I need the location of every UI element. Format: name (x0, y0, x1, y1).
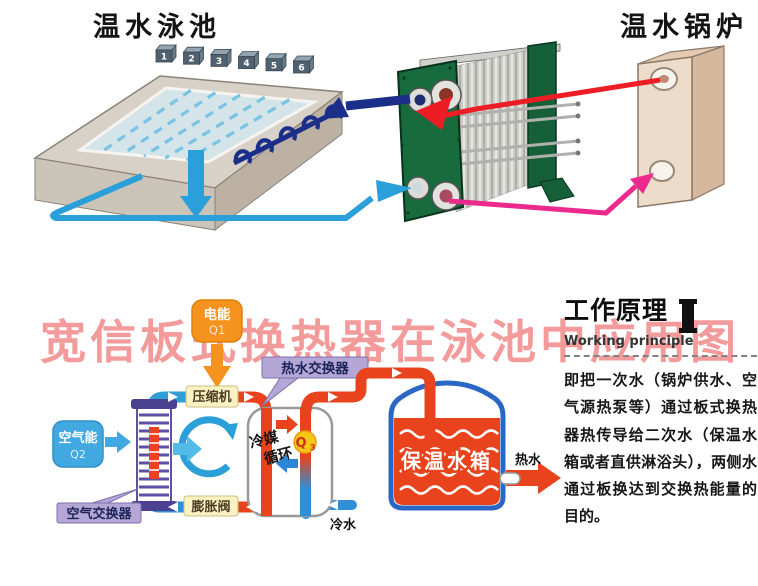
starting-blocks: 1 2 3 4 (155, 43, 315, 75)
air-label: 空气能 (58, 430, 97, 446)
air-arrow (105, 431, 131, 453)
air-exchanger-label: 空气交换器 (66, 506, 132, 522)
svg-text:3: 3 (216, 57, 222, 67)
flow-chevrons (168, 368, 402, 512)
electric-sub: Q1 (209, 323, 225, 337)
pool-title: 温水泳池 (93, 12, 221, 43)
watermark-text: 宽信板式换热器在泳池中应用图 (40, 315, 740, 369)
starting-block: 6 (292, 54, 315, 75)
heat-output-badge (293, 430, 317, 454)
boiler-port-bottom (649, 160, 675, 182)
starting-block: 2 (182, 46, 205, 66)
heat-transfer-arrow-cold (276, 454, 298, 473)
hot-return-line (448, 173, 654, 216)
svg-text:4: 4 (243, 59, 249, 69)
expansion-valve-label: 膨胀阀 (190, 499, 230, 515)
air-exchanger-callout: 空气交换器 (56, 488, 142, 524)
svg-text:6: 6 (298, 64, 304, 74)
plates (459, 51, 525, 211)
principle-body: 即把一次水（锅炉供水、空气源热泵等）通过板式换热器热传导给二次水（保温水箱或者直… (564, 371, 757, 526)
hot-water-pipe (300, 367, 436, 442)
insulated-tank: 保温水箱 (388, 380, 506, 511)
water-exchanger-callout: 热水交换器 (261, 356, 369, 407)
svg-text:2: 2 (188, 55, 194, 65)
air-energy-box: 空气能 Q2 (52, 420, 104, 468)
refrigerant-coil (261, 408, 272, 516)
svg-text:1: 1 (161, 53, 167, 63)
principle-heading: 工作原理 (564, 296, 669, 325)
working-principle-panel: 工作原理 Working principle 即把一次水（锅炉供水、空气源热泵等… (564, 297, 757, 531)
plate-stack (455, 49, 531, 213)
heading-bar-icon (679, 299, 698, 333)
electric-energy-box: 电能 Q1 (191, 299, 243, 343)
hot-return-arrowhead (630, 173, 654, 194)
back-frame (527, 41, 557, 189)
pool-return-line (50, 173, 412, 221)
pool-illustration: 1 2 3 4 (32, 43, 345, 232)
tie-rods (459, 102, 579, 166)
plate-heat-exchanger (396, 41, 581, 223)
electric-label: 电能 (204, 306, 231, 323)
compressor-box: 压缩机 (185, 385, 239, 408)
heat-output-sub: 3 (310, 443, 316, 452)
pool-drain-arrow (180, 150, 212, 218)
pool-return-arrowhead (376, 180, 412, 202)
principle-subheading: Working principle (564, 334, 757, 357)
starting-block: 4 (237, 50, 260, 70)
compressor-label: 压缩机 (192, 389, 231, 405)
hx-port-bottom-right (431, 181, 461, 211)
outlet-valve (499, 472, 521, 485)
hot-water-outlet: 热水 (499, 452, 561, 494)
expansion-valve-box: 膨胀阀 (183, 495, 239, 517)
heatpump-schematic: Q 3 (52, 299, 561, 533)
water-exchanger-label: 热水交换器 (281, 360, 349, 377)
pool-supply-arrow (321, 94, 411, 119)
frame-foot (539, 177, 575, 203)
boiler-illustration (637, 45, 725, 208)
hot-water-label: 热水 (515, 452, 542, 468)
starting-block: 5 (265, 52, 287, 72)
boiler-title: 温水锅炉 (620, 12, 748, 43)
air-sub: Q2 (70, 448, 86, 461)
hot-supply-arrowhead (416, 96, 452, 130)
lane-lines (100, 88, 291, 162)
starting-block: 3 (210, 48, 232, 68)
water-coil (300, 408, 311, 516)
air-exchanger-radiator (131, 399, 177, 511)
hot-supply-line (416, 77, 661, 130)
cold-water-label: 冷水 (330, 517, 357, 533)
svg-text:5: 5 (271, 61, 277, 71)
evaporator-air-arrow (173, 436, 202, 462)
heat-transfer-arrow-hot (276, 415, 298, 434)
water-waves (399, 429, 499, 495)
starting-block: 1 (155, 43, 177, 64)
heat-output-symbol: Q (295, 436, 306, 451)
electric-arrow (203, 344, 231, 388)
tank-label: 保温水箱 (400, 449, 493, 473)
